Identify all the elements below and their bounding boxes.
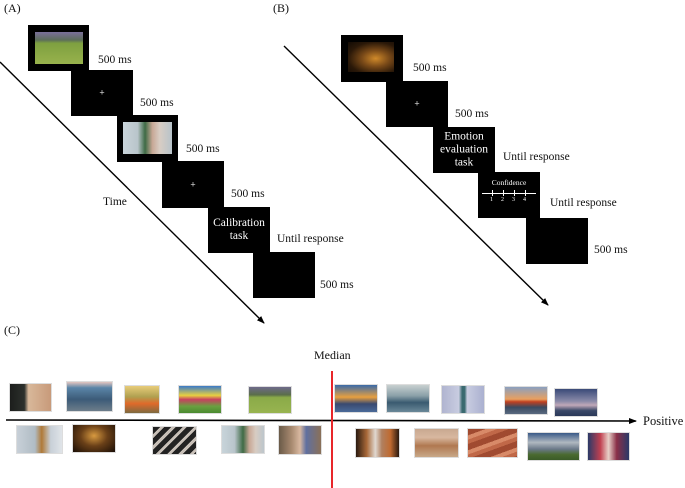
thumbnail-night-street-crowd bbox=[72, 424, 116, 453]
emotion-evaluation-task-screen: Emotion evaluation task bbox=[433, 127, 495, 173]
thumbnail-times-square bbox=[587, 432, 630, 461]
thumbnail-city-vista bbox=[527, 432, 580, 461]
duration-label: 500 ms bbox=[455, 108, 489, 120]
duration-label: 500 ms bbox=[186, 143, 220, 155]
thumbnail-city-skyline bbox=[66, 381, 113, 412]
confidence-scale-line bbox=[482, 193, 536, 194]
panel-c-label: (C) bbox=[4, 323, 20, 337]
trial-screen-image bbox=[117, 115, 178, 162]
scale-tick-label: 2 bbox=[501, 197, 504, 203]
thumbnail-family-tablet bbox=[278, 425, 322, 455]
duration-label: 500 ms bbox=[594, 244, 628, 256]
task-text-line: task bbox=[229, 230, 249, 242]
trial-screen-image bbox=[341, 35, 403, 82]
thumbnail-elderly-couple-kiss bbox=[221, 425, 265, 454]
duration-label: 500 ms bbox=[320, 279, 354, 291]
fixation-screen: + bbox=[162, 161, 224, 208]
panel-a-label: (A) bbox=[4, 1, 21, 15]
scale-tick bbox=[503, 190, 504, 196]
task-text-line: evaluation bbox=[440, 143, 488, 156]
task-text-line: Calibration bbox=[213, 217, 265, 229]
confidence-title: Confidence bbox=[491, 178, 527, 187]
trial-screen-image bbox=[28, 25, 89, 71]
duration-label: Until response bbox=[277, 233, 344, 245]
median-label: Median bbox=[314, 348, 351, 362]
thumbnail-antelope-canyon bbox=[467, 428, 518, 458]
night-street-photo bbox=[348, 42, 394, 72]
fixation-cross-icon: + bbox=[414, 98, 420, 109]
scale-tick bbox=[514, 190, 515, 196]
panel-b-label: (B) bbox=[273, 1, 289, 15]
thumbnail-hammock bbox=[124, 385, 160, 414]
fixation-cross-icon: + bbox=[190, 179, 196, 189]
elderly-couple-photo bbox=[123, 122, 172, 154]
confidence-rating-screen: Confidence 1 2 3 4 bbox=[478, 172, 540, 218]
scale-tick-label: 1 bbox=[490, 197, 493, 203]
calibration-task-screen: Calibration task bbox=[208, 207, 270, 253]
task-text: Calibration task bbox=[208, 217, 270, 243]
time-arrow-a bbox=[0, 61, 265, 324]
thumbnail-toy-on-stairs bbox=[152, 426, 197, 455]
valence-axis-arrow bbox=[5, 417, 637, 424]
thumbnail-couple-at-sunset-beach bbox=[334, 384, 378, 413]
thumbnail-three-dogs bbox=[355, 428, 400, 458]
thumbnail-rainbow-flag-group bbox=[178, 385, 222, 414]
fixation-screen: + bbox=[386, 81, 448, 127]
task-text-line: Emotion bbox=[444, 130, 484, 143]
thumbnail-dogs-running bbox=[414, 428, 459, 458]
thumbnail-golden-gate-bridge bbox=[504, 386, 548, 415]
duration-label: 500 ms bbox=[413, 62, 447, 74]
thumbnail-man-by-lake bbox=[16, 425, 63, 454]
blank-screen bbox=[253, 252, 315, 298]
thumbnail-bison-meadow bbox=[248, 386, 292, 414]
duration-label: 500 ms bbox=[231, 188, 265, 200]
thumbnail-brick-building bbox=[9, 383, 52, 412]
axis-label-positive: Positive bbox=[643, 414, 684, 428]
thumbnail-ocean-waves bbox=[386, 384, 430, 413]
blank-screen bbox=[526, 218, 588, 264]
duration-label: 500 ms bbox=[140, 97, 174, 109]
task-text: Emotion evaluation task bbox=[433, 131, 495, 170]
time-label: Time bbox=[103, 196, 127, 208]
duration-label: Until response bbox=[503, 151, 570, 163]
duration-label: Until response bbox=[550, 197, 617, 209]
task-text-line: task bbox=[454, 156, 474, 169]
scale-tick-label: 4 bbox=[523, 197, 526, 203]
scale-tick-label: 3 bbox=[512, 197, 515, 203]
fixation-cross-icon: + bbox=[99, 87, 105, 98]
fixation-screen: + bbox=[71, 70, 133, 116]
thumbnail-statue-of-liberty bbox=[441, 385, 485, 414]
duration-label: 500 ms bbox=[98, 54, 132, 66]
time-arrow-b bbox=[283, 45, 549, 306]
thumbnail-eiffel-tower bbox=[554, 388, 598, 417]
scale-tick bbox=[492, 190, 493, 196]
bison-meadow-photo bbox=[35, 32, 83, 64]
scale-tick bbox=[525, 190, 526, 196]
